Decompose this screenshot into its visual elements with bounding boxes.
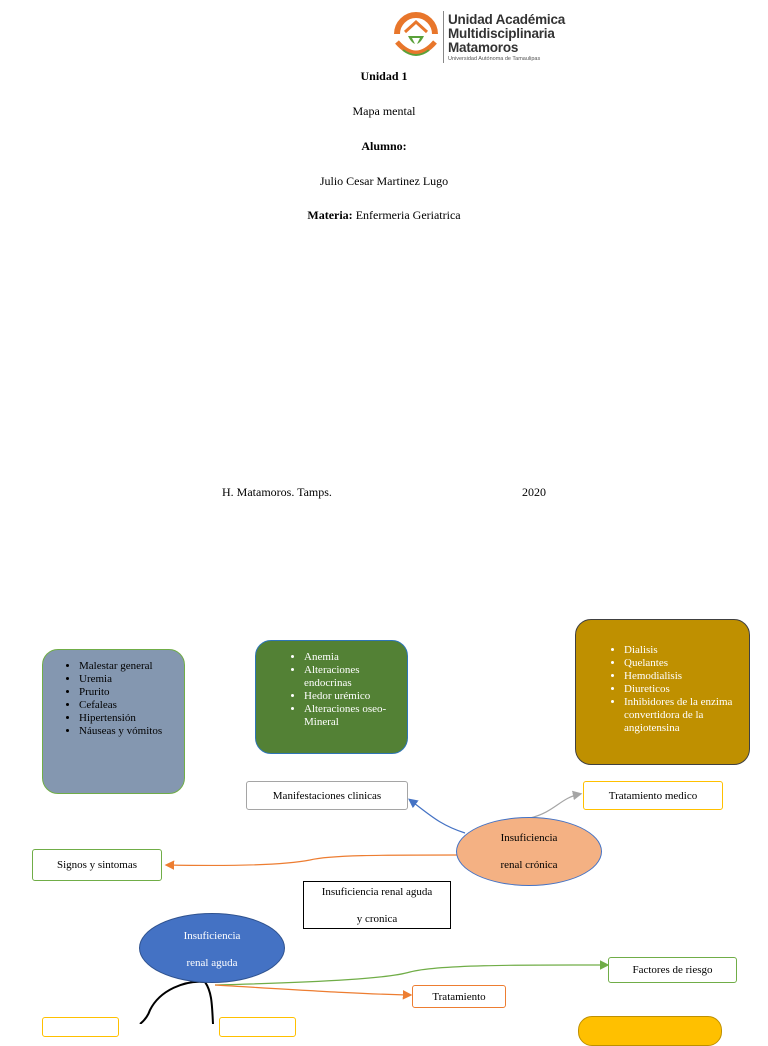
treatment-label-box: Tratamiento bbox=[412, 985, 506, 1008]
student-name: Julio Cesar Martinez Lugo bbox=[319, 174, 449, 188]
logo-line-1: Unidad Académica bbox=[448, 12, 566, 27]
list-item: Hedor urémico bbox=[304, 690, 401, 703]
acute-node-line-2: renal aguda bbox=[186, 957, 238, 969]
list-item: Diureticos bbox=[624, 683, 741, 696]
list-item: Inhibidores de la enzima convertidora de… bbox=[624, 696, 741, 735]
acute-renal-node: Insuficiencia renal aguda bbox=[139, 913, 285, 983]
list-item: Hipertensión bbox=[79, 712, 178, 725]
place-text: H. Matamoros. Tamps. bbox=[222, 485, 332, 499]
treatment-list-box: Dialisis Quelantes Hemodialisis Diuretic… bbox=[575, 619, 750, 765]
logo-separator bbox=[443, 11, 444, 63]
list-item: Quelantes bbox=[624, 657, 741, 670]
list-item: Malestar general bbox=[79, 660, 178, 673]
map-title-line-1: Insuficiencia renal aguda bbox=[321, 886, 433, 898]
signs-list-box: Malestar general Uremia Prurito Cefaleas… bbox=[42, 649, 185, 794]
manifestations-label-box: Manifestaciones clinicas bbox=[246, 781, 408, 810]
list-item: Uremia bbox=[79, 673, 178, 686]
partial-box-left bbox=[42, 1017, 119, 1037]
student-label: Alumno: bbox=[361, 139, 407, 153]
list-item: Alteraciones oseo-Mineral bbox=[304, 703, 401, 729]
partial-box-middle bbox=[219, 1017, 296, 1037]
list-item: Náuseas y vómitos bbox=[79, 725, 178, 738]
chronic-node-line-2: renal crónica bbox=[500, 859, 558, 871]
logo-line-3: Matamoros bbox=[448, 40, 519, 55]
unit-title: Unidad 1 bbox=[360, 69, 408, 83]
map-title-box: Insuficiencia renal aguda y cronica bbox=[303, 881, 451, 929]
logo-line-2: Multidisciplinaria bbox=[448, 26, 555, 41]
logo-wordmark: Unidad Académica Multidisciplinaria Mata… bbox=[448, 12, 566, 63]
list-item: Dialisis bbox=[624, 644, 741, 657]
university-logo-icon bbox=[394, 12, 438, 56]
document-type: Mapa mental bbox=[352, 104, 416, 118]
chronic-node-line-1: Insuficiencia bbox=[500, 832, 558, 844]
list-item: Anemia bbox=[304, 651, 401, 664]
partial-box-right bbox=[578, 1016, 722, 1046]
signs-label-box: Signos y sintomas bbox=[32, 849, 162, 881]
subject-line: Materia: Enfermeria Geriatrica bbox=[234, 208, 534, 223]
manifestations-list-box: Anemia Alteraciones endocrinas Hedor uré… bbox=[255, 640, 408, 754]
medical-treatment-label-box: Tratamiento medico bbox=[583, 781, 723, 810]
subject-name: Enfermeria Geriatrica bbox=[352, 208, 461, 222]
mindmap-connectors bbox=[139, 790, 610, 1024]
list-item: Prurito bbox=[79, 686, 178, 699]
subject-label: Materia: bbox=[307, 208, 353, 222]
year-text: 2020 bbox=[522, 485, 546, 499]
risk-factors-label-box: Factores de riesgo bbox=[608, 957, 737, 983]
list-item: Alteraciones endocrinas bbox=[304, 664, 401, 690]
list-item: Hemodialisis bbox=[624, 670, 741, 683]
list-item: Cefaleas bbox=[79, 699, 178, 712]
acute-node-line-1: Insuficiencia bbox=[183, 930, 241, 942]
map-title-line-2: y cronica bbox=[356, 913, 398, 925]
logo-subtitle: Universidad Autónoma de Tamaulipas bbox=[448, 56, 541, 62]
chronic-renal-node: Insuficiencia renal crónica bbox=[456, 817, 602, 886]
